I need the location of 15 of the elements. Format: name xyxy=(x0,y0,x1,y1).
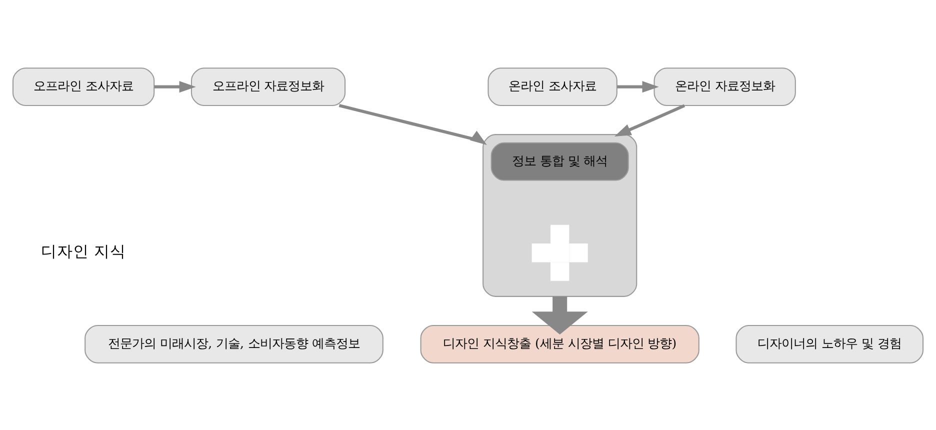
node-box: 오프라인 조사자료 xyxy=(12,67,155,106)
arrow xyxy=(154,80,196,92)
node-box: 오프라인 자료정보화 xyxy=(190,67,346,106)
cluster xyxy=(482,134,638,296)
node-box: 디자인 지식창출 (세분 시장별 디자인 방향) xyxy=(420,324,700,363)
arrow xyxy=(532,296,588,334)
node-box: 정보 통합 및 해석 xyxy=(490,142,629,180)
label: 디자인 지식 xyxy=(41,242,126,260)
node-box: 온라인 조사자료 xyxy=(488,67,618,106)
node-box: 온라인 자료정보화 xyxy=(654,67,796,106)
arrow xyxy=(614,104,686,136)
arrow xyxy=(338,104,487,145)
arrow xyxy=(617,80,659,92)
node-box: 전문가의 미래시장, 기술, 소비자동향 예측정보 xyxy=(84,324,384,363)
node-box: 디자이너의 노하우 및 경험 xyxy=(736,324,924,363)
